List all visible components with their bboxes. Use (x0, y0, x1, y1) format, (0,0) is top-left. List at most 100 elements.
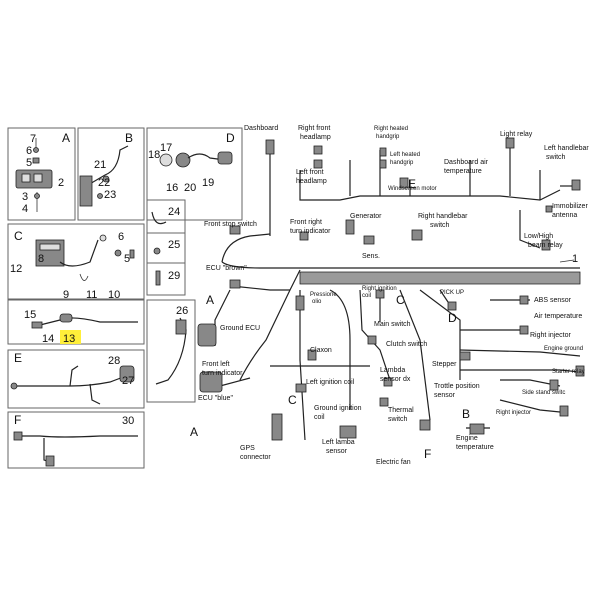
label-abs-sensor: ABS sensor (534, 297, 572, 304)
section-label-d: D (226, 131, 235, 145)
part-number: 16 (166, 182, 178, 194)
label-ecu-brown: ECU "brown" (206, 265, 247, 272)
part-number: 5 (124, 253, 130, 265)
label-windscreen-motor: Windscreen motor (388, 186, 437, 192)
part-number: 15 (24, 309, 36, 321)
part-number: 19 (202, 177, 214, 189)
part-number: 6 (26, 145, 32, 157)
section-label-a: A (62, 131, 70, 145)
panel-d: D 18 17 16 20 19 (146, 127, 243, 221)
label-light-relay: Light relay (500, 131, 533, 138)
label-pick-up: PICK UP (440, 290, 464, 296)
part-number: 10 (108, 289, 120, 301)
letter-d: D (448, 311, 457, 325)
label-ecu-blue: ECU "blue" (198, 395, 233, 402)
panel-13: 15 14 13 (7, 299, 145, 345)
label-right-injector-bottom: Right injector (496, 410, 531, 416)
panel-b: B 21 22 23 (77, 127, 145, 221)
part-number: 8 (38, 253, 44, 265)
panel-24-25-29: 24 25 29 (146, 199, 186, 296)
label-clutch-switch: Clutch switch (386, 341, 427, 348)
part-number: 11 (86, 289, 97, 301)
part-number: 22 (98, 177, 110, 189)
part-number: 1 (572, 253, 578, 265)
label-right-injector-top: Right injector (530, 332, 572, 339)
highlight-13 (60, 330, 81, 344)
part-number: 5 (26, 157, 32, 169)
part-number: 14 (42, 333, 54, 345)
part-number: 25 (168, 239, 180, 251)
section-label-f: F (14, 413, 21, 427)
label-main-switch: Main switch (374, 321, 411, 328)
panel-c: C 12 8 9 10 11 6 5 (7, 223, 145, 301)
label-ground-ecu: Ground ECU (220, 325, 260, 332)
letter-f: F (424, 447, 431, 461)
components (197, 137, 585, 441)
letter-e: E (408, 177, 416, 191)
panel-a: A 7 6 5 2 3 4 (7, 127, 76, 221)
part-number: 21 (94, 159, 106, 171)
part-number: 29 (168, 270, 180, 282)
part-number: 6 (118, 231, 124, 243)
part-number: 23 (104, 189, 116, 201)
section-label-e: E (14, 351, 22, 365)
label-front-stop-switch: Front stop switch (204, 221, 257, 228)
section-label-c: C (14, 229, 23, 243)
part-number: 9 (63, 289, 69, 301)
part-number: 12 (10, 263, 22, 275)
letter-b: B (462, 407, 470, 421)
label-air-temperature: Air temperature (534, 313, 582, 320)
part-number: 24 (168, 206, 180, 218)
part-number-13-highlighted: 13 (63, 333, 75, 345)
part-number: 20 (184, 182, 196, 194)
part-number: 2 (58, 177, 64, 189)
panel-f: F 30 (7, 411, 145, 469)
part-number: 28 (108, 355, 120, 367)
part-number: 18 (148, 149, 160, 161)
label-stepper: Stepper (432, 361, 457, 368)
section-label-b: B (125, 131, 133, 145)
part-number: 26 (176, 305, 188, 317)
label-side-stand-switch: Side stand switc (522, 390, 565, 396)
label-electric-fan: Electric fan (376, 459, 411, 466)
label-sens: Sens. (362, 253, 380, 260)
part-number: 4 (22, 203, 28, 215)
label-engine-ground: Engine ground (544, 346, 583, 352)
letter-c-2: C (288, 393, 297, 407)
part-number: 27 (122, 375, 134, 387)
label-generator: Generator (350, 213, 382, 220)
main-loom-band (299, 271, 581, 285)
label-starter-relay: Starter relay (552, 369, 585, 375)
part-number: 7 (30, 133, 36, 145)
letter-a-2: A (190, 425, 198, 439)
part-number: 3 (22, 191, 28, 203)
letter-a: A (206, 293, 214, 307)
panel-e: E 28 27 (7, 349, 145, 409)
label-left-ignition-coil: Left ignition coil (306, 379, 355, 386)
label-claxon: Claxon (310, 347, 332, 354)
letter-c: C (396, 293, 405, 307)
panel-26: 26 (146, 299, 196, 403)
